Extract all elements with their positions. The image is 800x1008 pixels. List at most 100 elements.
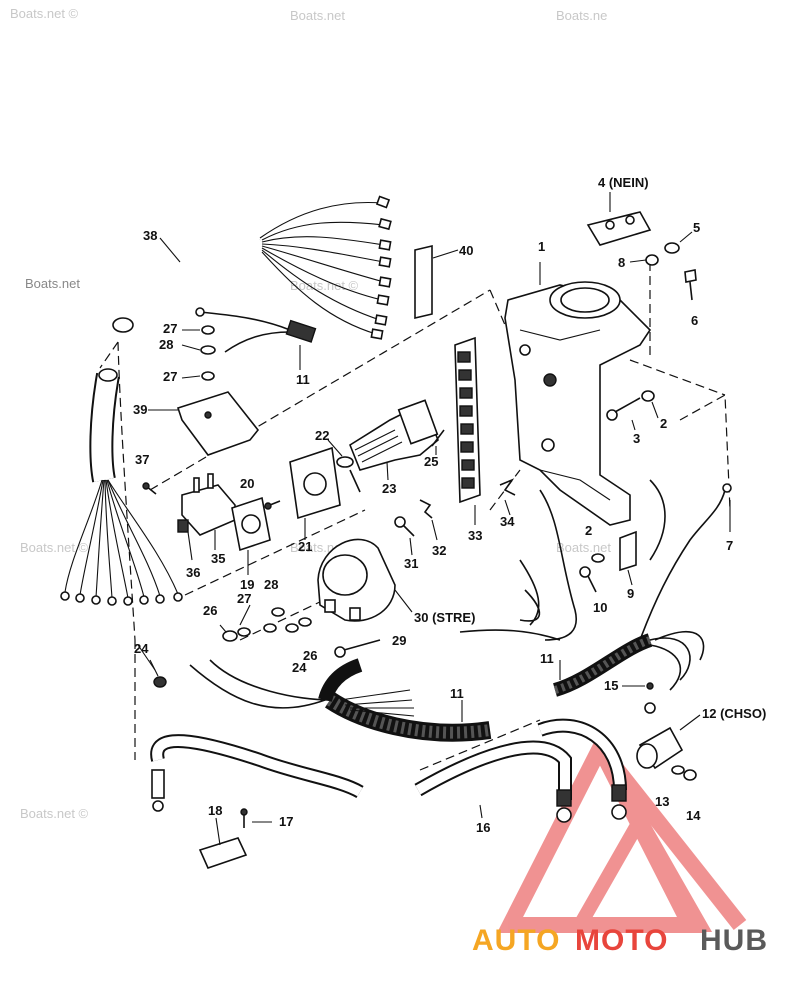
part-40-decal xyxy=(414,244,459,320)
callout-12: 12 (CHSO) xyxy=(702,706,766,721)
callout-36: 36 xyxy=(186,565,200,580)
watermark: Boats.net © xyxy=(20,540,89,555)
callout-38: 38 xyxy=(143,228,157,243)
callout-2: 2 xyxy=(585,523,592,538)
part-38-wiring-harness xyxy=(112,195,392,340)
part-13-washer xyxy=(671,765,685,775)
callout-11: 11 xyxy=(296,372,310,387)
callout-10: 10 xyxy=(593,600,607,615)
callout-3: 3 xyxy=(633,431,640,446)
callout-31: 31 xyxy=(404,556,418,571)
callout-34: 34 xyxy=(500,514,515,529)
callout-33: 33 xyxy=(468,528,482,543)
callout-5: 5 xyxy=(693,220,700,235)
callout-40: 40 xyxy=(459,243,473,258)
callout-9: 9 xyxy=(627,586,634,601)
part-3-screw xyxy=(606,397,641,431)
callout-39: 39 xyxy=(133,402,147,417)
part-21-mounting-plate xyxy=(289,446,341,540)
part-19-gasket xyxy=(231,496,271,575)
callout-25: 25 xyxy=(424,454,438,469)
part-31-screw xyxy=(394,516,415,556)
washers-27-28-upper xyxy=(181,325,216,381)
watermark: Boats.net © xyxy=(10,6,79,21)
callout-19: 19 xyxy=(240,577,254,592)
part-4-switch xyxy=(586,192,652,246)
callout-leader-lines xyxy=(137,237,561,722)
part-33-terminal-block xyxy=(454,336,481,525)
watermark: Boats.ne xyxy=(556,8,607,23)
callout-27: 27 xyxy=(163,321,177,336)
logo-text-auto: AUTO xyxy=(472,924,560,957)
part-14-nut xyxy=(683,769,697,781)
part-2-washer-upper xyxy=(641,390,659,419)
watermark: Boats.net xyxy=(25,276,80,291)
part-25-terminal xyxy=(431,429,445,455)
callout-11: 11 xyxy=(540,651,554,666)
callout-27: 27 xyxy=(163,369,177,384)
callout-28: 28 xyxy=(264,577,278,592)
callout-16: 16 xyxy=(476,820,490,835)
part-1-main-bracket xyxy=(504,262,652,526)
callout-1: 1 xyxy=(538,239,545,254)
part-35-circuit-breaker xyxy=(181,473,236,550)
callout-23: 23 xyxy=(382,481,396,496)
part-8-nut xyxy=(629,254,659,266)
automotohub-logo: AUTO MOTO HUB xyxy=(472,924,768,957)
part-9-bracket xyxy=(619,530,637,586)
callout-24: 24 xyxy=(134,641,149,656)
callout-27: 27 xyxy=(237,591,251,606)
callout-14: 14 xyxy=(686,808,701,823)
callout-32: 32 xyxy=(432,543,446,558)
part-10-screw xyxy=(579,566,597,593)
callout-2: 2 xyxy=(660,416,667,431)
part-23-ignition-switch xyxy=(349,399,439,481)
callout-11: 11 xyxy=(450,686,464,701)
part-11-short-lead xyxy=(195,307,317,370)
callout-labels: 1 2 2 3 4 (NEIN) 5 6 7 8 9 10 11 11 11 1… xyxy=(133,175,766,835)
callout-22: 22 xyxy=(315,428,329,443)
part-7-ground-wire xyxy=(639,483,732,641)
part-15-screw xyxy=(622,682,656,714)
logo-text-hub: HUB xyxy=(700,924,768,957)
callout-28: 28 xyxy=(159,337,173,352)
watermark: Boats.net © xyxy=(290,278,359,293)
watermark: Boats.net xyxy=(556,540,611,555)
callout-4: 4 (NEIN) xyxy=(598,175,649,190)
callout-7: 7 xyxy=(726,538,733,553)
part-30-starter-solenoid xyxy=(317,538,413,622)
part-16-battery-cable xyxy=(150,718,627,823)
callout-8: 8 xyxy=(618,255,625,270)
logo-text-moto: MOTO xyxy=(575,924,668,957)
callout-21: 21 xyxy=(298,539,312,554)
part-38-harness-lower xyxy=(60,368,183,606)
callout-35: 35 xyxy=(211,551,225,566)
callout-18: 18 xyxy=(208,803,222,818)
misc-short-leads xyxy=(459,479,666,641)
part-17-screw xyxy=(240,808,272,828)
watermark: Boats.net xyxy=(290,8,345,23)
part-34-clip xyxy=(499,478,516,516)
callout-15: 15 xyxy=(604,678,618,693)
callout-26: 26 xyxy=(303,648,317,663)
part-22-key xyxy=(327,439,361,493)
part-11-engine-harness xyxy=(189,658,492,742)
part-20-screw xyxy=(264,500,281,510)
part-11-right-harness xyxy=(552,630,705,697)
callout-13: 13 xyxy=(655,794,669,809)
callout-17: 17 xyxy=(279,814,293,829)
watermark-layer: Boats.net © Boats.net Boats.ne Boats.net… xyxy=(10,6,611,821)
callout-20: 20 xyxy=(240,476,254,491)
callout-24: 24 xyxy=(292,660,307,675)
part-36-label xyxy=(177,519,193,561)
part-32-clip xyxy=(419,499,438,541)
callout-26: 26 xyxy=(203,603,217,618)
part-5-washer xyxy=(664,231,693,254)
part-18-clamp xyxy=(198,817,248,869)
callout-30: 30 (STRE) xyxy=(414,610,475,625)
part-37-screw xyxy=(142,482,157,495)
watermark: Boats.net © xyxy=(20,806,89,821)
washers-and-nuts-24-29 xyxy=(153,604,312,688)
